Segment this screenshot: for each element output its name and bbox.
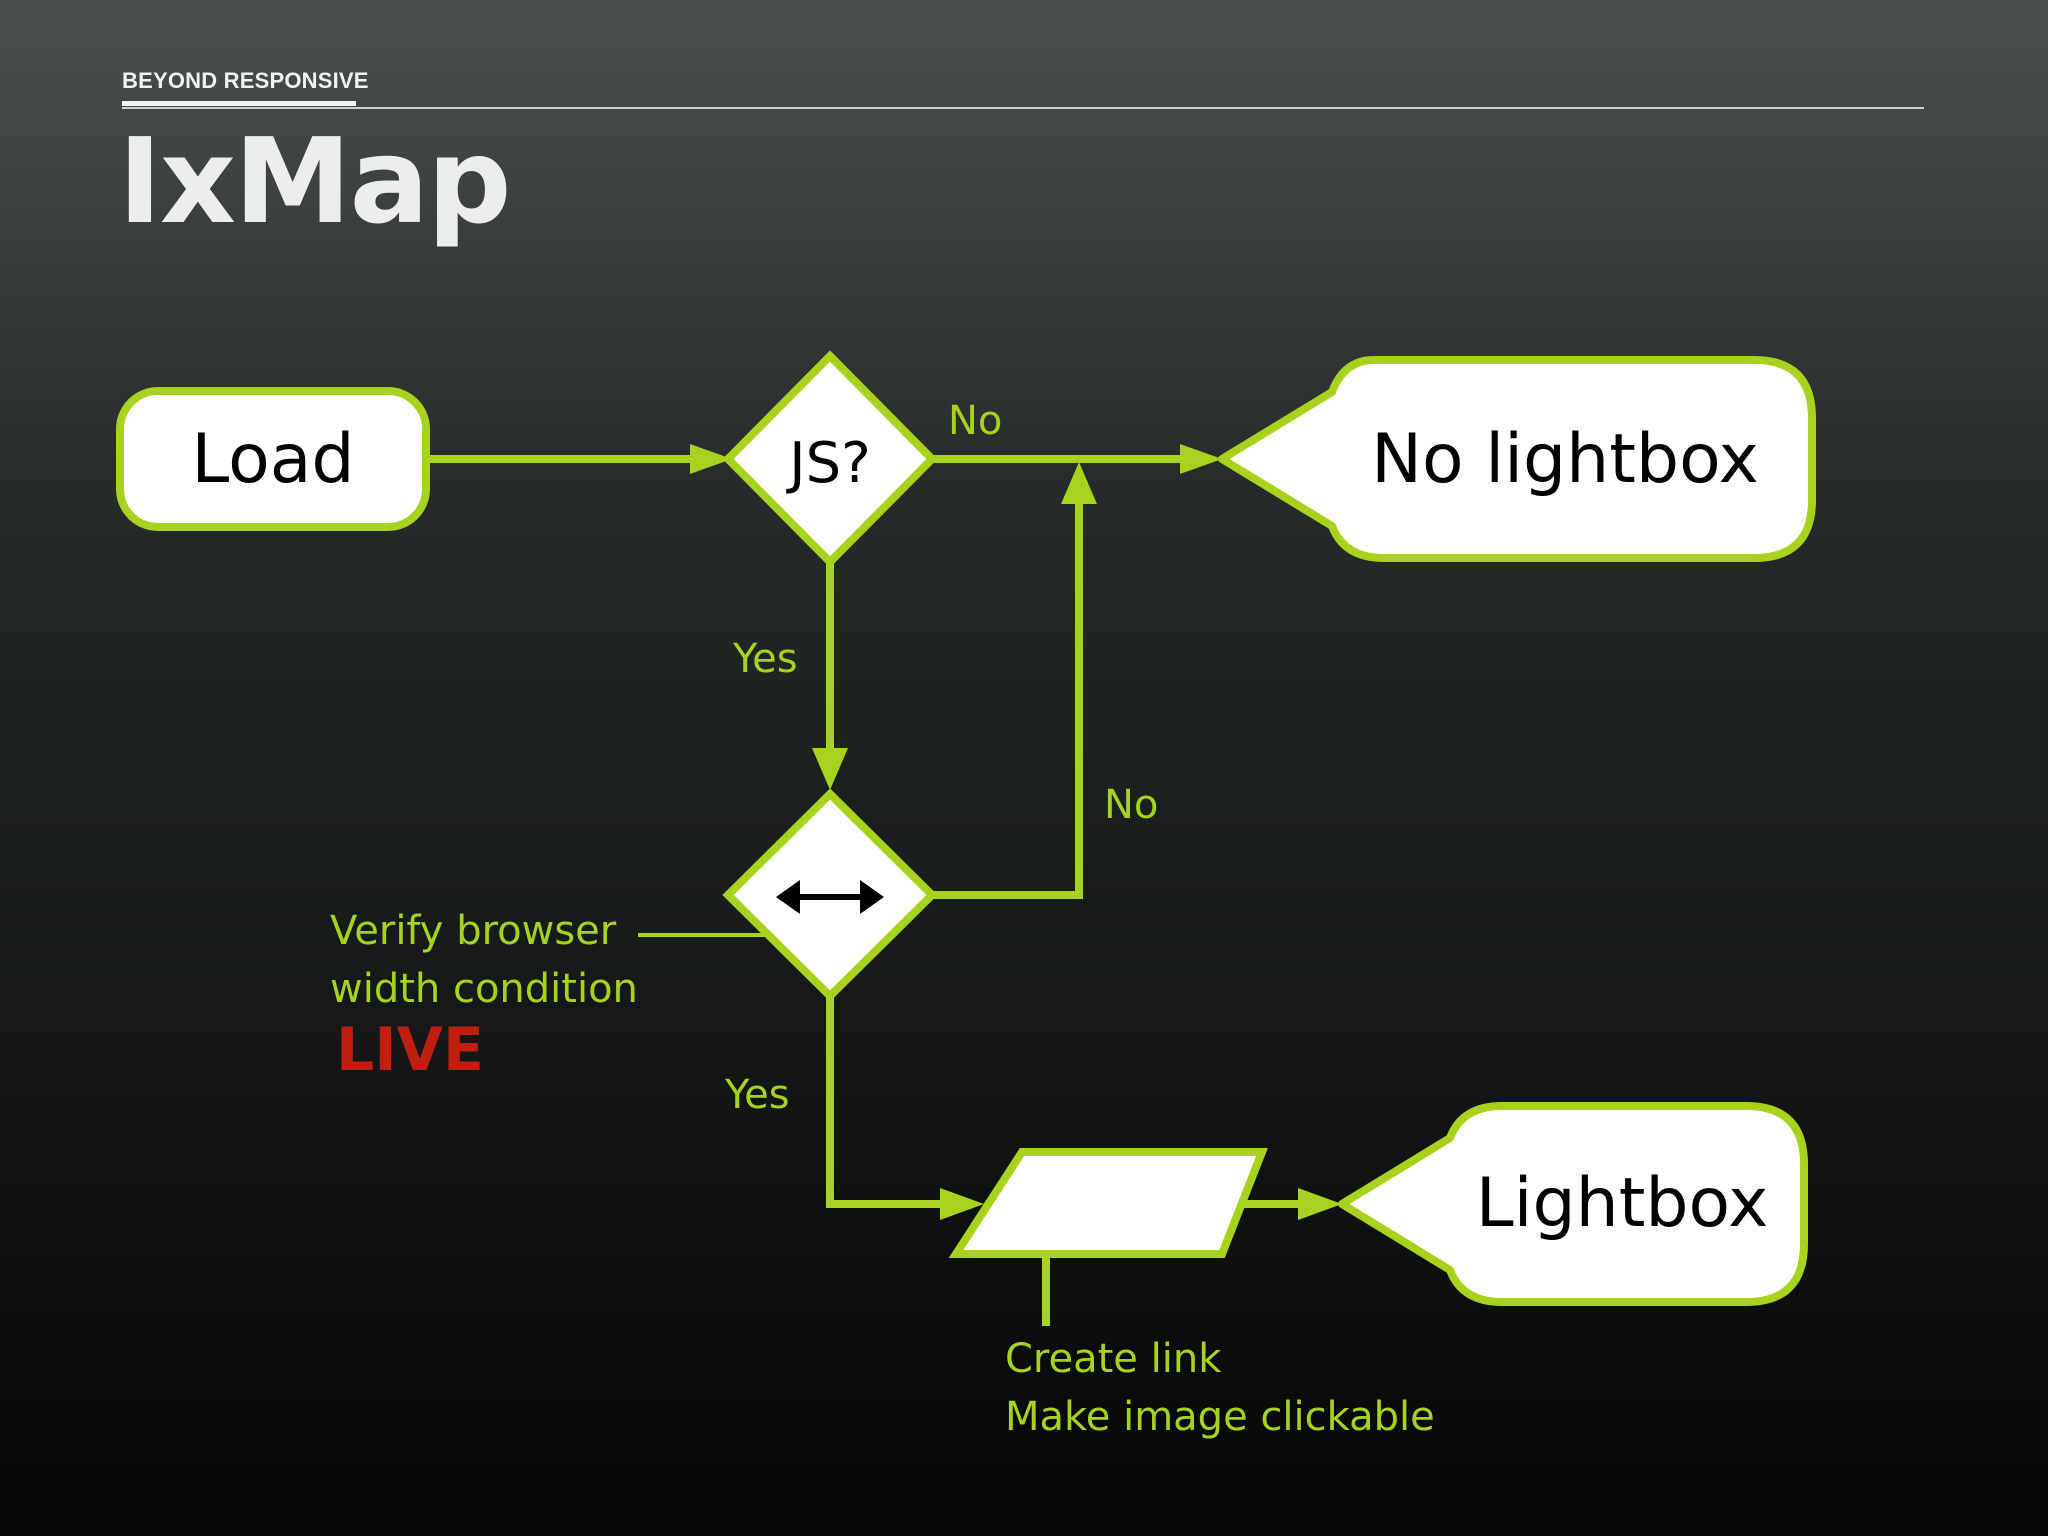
arrowhead-js-nolightbox	[1180, 444, 1222, 474]
create-link-node	[948, 1148, 1268, 1258]
page-title: IxMap	[118, 112, 512, 250]
width-no-label: No	[1104, 782, 1158, 828]
load-node	[116, 387, 430, 531]
edge-width-yes	[826, 996, 948, 1208]
header-rule	[122, 107, 1924, 109]
js-no-label: No	[948, 398, 1002, 444]
arrowhead-width-yes	[940, 1188, 984, 1220]
arrowhead-load-js	[690, 444, 732, 474]
edge-width-no	[932, 498, 1083, 899]
make-clickable-label: Make image clickable	[1005, 1394, 1435, 1440]
section-kicker: BEYOND RESPONSIVE	[122, 68, 369, 93]
lightbox-node	[1338, 1102, 1808, 1306]
arrowhead-create-lightbox	[1298, 1188, 1342, 1220]
live-badge: LIVE	[336, 1015, 484, 1085]
js-yes-label: Yes	[732, 636, 798, 682]
verify-line-1: Verify browser	[330, 908, 617, 954]
lightbox-label: Lightbox	[1476, 1164, 1769, 1243]
no-lightbox-label: No lightbox	[1371, 420, 1759, 499]
width-yes-label: Yes	[724, 1072, 790, 1118]
load-label: Load	[191, 420, 354, 499]
double-arrow-icon	[776, 880, 884, 914]
kicker-underline	[122, 101, 356, 106]
arrowhead-js-width	[812, 748, 848, 790]
create-link-label: Create link	[1005, 1336, 1222, 1382]
verify-line-2: width condition	[330, 966, 638, 1012]
no-lightbox-node	[1218, 356, 1816, 562]
js-decision	[722, 350, 938, 568]
js-decision-label: JS?	[786, 431, 871, 496]
arrowhead-width-no	[1061, 462, 1097, 504]
